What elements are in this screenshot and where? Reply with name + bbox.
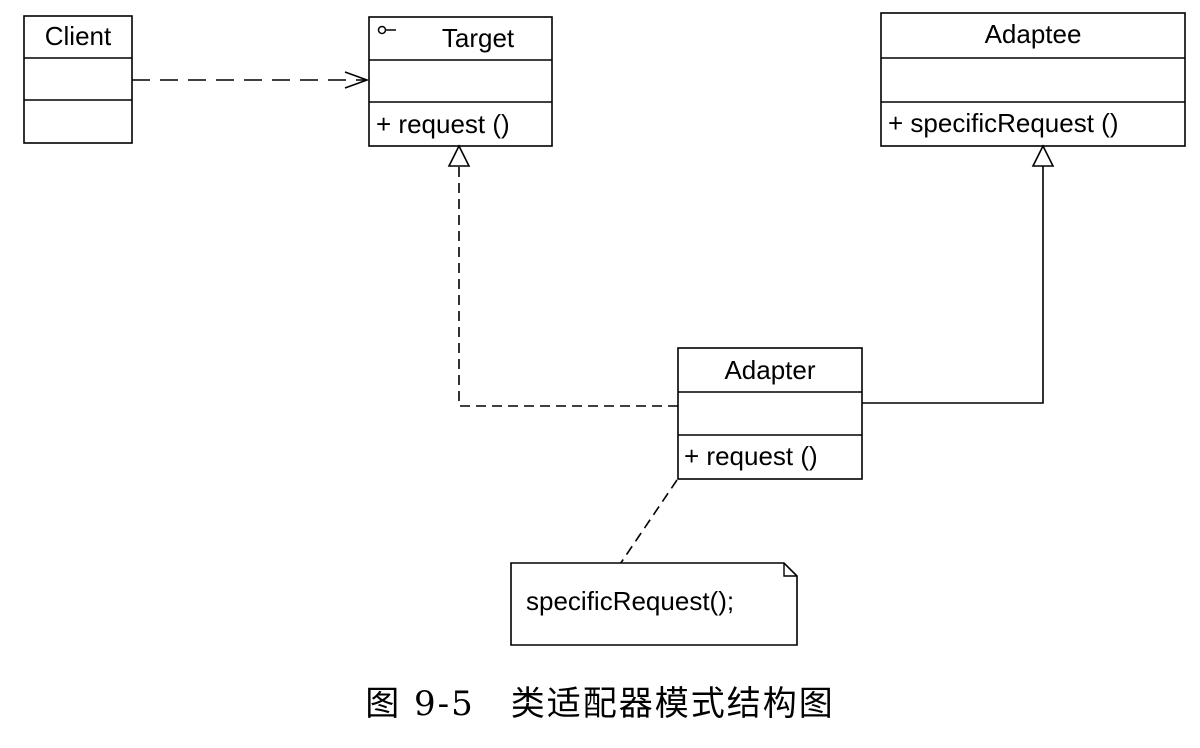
note-text: specificRequest(); — [526, 586, 734, 616]
client-class-name: Client — [45, 21, 112, 51]
note-anchor-line — [611, 479, 678, 577]
target-class-name: Target — [442, 23, 515, 53]
adaptee-class: Adaptee + specificRequest () — [880, 12, 1186, 147]
caption-number: 图 9-5 — [365, 684, 475, 724]
target-class: Target + request () — [368, 16, 553, 147]
client-class: Client — [23, 15, 133, 144]
adapter-class-name: Adapter — [724, 355, 815, 385]
adapter-class: Adapter + request () — [677, 347, 863, 480]
interface-icon — [377, 25, 396, 35]
caption-title: 类适配器模式结构图 — [510, 684, 835, 724]
realization-arrow — [447, 144, 678, 407]
figure-caption: 图 9-5 类适配器模式结构图 — [0, 676, 1200, 725]
target-operation: + request () — [376, 109, 510, 139]
adaptee-operation: + specificRequest () — [888, 108, 1118, 138]
adaptee-class-name: Adaptee — [985, 19, 1082, 49]
adapter-operation: + request () — [684, 441, 818, 471]
note: specificRequest(); — [510, 562, 798, 646]
dependency-arrow — [132, 71, 370, 89]
generalization-arrow — [862, 144, 1055, 404]
